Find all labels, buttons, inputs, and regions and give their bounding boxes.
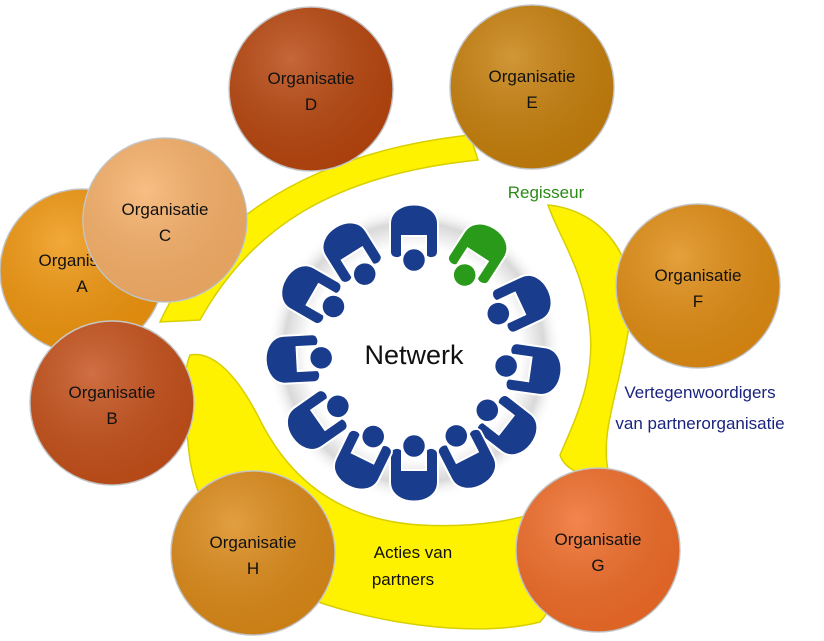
network-label: Netwerk [364,340,464,370]
representative-figure-icon [280,264,347,326]
organisation-b-letter: B [106,409,117,428]
representative-figure-icon [264,333,335,385]
organisation-d-letter: D [305,95,317,114]
organisation-e-label: Organisatie [489,67,576,86]
organisation-c-label: Organisatie [122,200,209,219]
representative-figure-icon [492,342,563,396]
organisation-a-letter: A [76,277,88,296]
representative-figure-icon [286,389,352,451]
organisation-h-label: Organisatie [210,533,297,552]
actions-label: Acties van partners [372,543,452,589]
representative-figure-icon [332,423,393,491]
actions-label-line2: partners [372,570,434,589]
director-label: Regisseur [508,183,585,202]
representative-figure-icon [436,422,497,490]
organisation-g-label: Organisatie [555,530,642,549]
representative-figure-icon [321,221,383,288]
representative-figure-icon [485,273,553,334]
organisation-f-label: Organisatie [655,266,742,285]
director-figure-icon [446,222,509,289]
representative-figure-icon [389,203,439,274]
organisation-b-label: Organisatie [69,383,156,402]
organisation-f-letter: F [693,292,703,311]
representative-figure-icon [389,432,439,503]
representatives-label: Vertegenwoordigers van partnerorganisati… [615,383,784,433]
organisation-e-letter: E [526,93,537,112]
people-ring [264,203,563,503]
representative-figure-icon [474,394,539,457]
representatives-label-line1: Vertegenwoordigers [624,383,775,402]
organisation-circles: OrganisatieAOrganisatieEOrganisatieDOrga… [0,4,781,636]
representatives-label-line2: van partnerorganisatie [615,414,784,433]
organisation-c-letter: C [159,226,171,245]
organisation-h-letter: H [247,559,259,578]
organisation-d-label: Organisatie [268,69,355,88]
actions-label-line1: Acties van [374,543,452,562]
organisation-g-letter: G [591,556,604,575]
